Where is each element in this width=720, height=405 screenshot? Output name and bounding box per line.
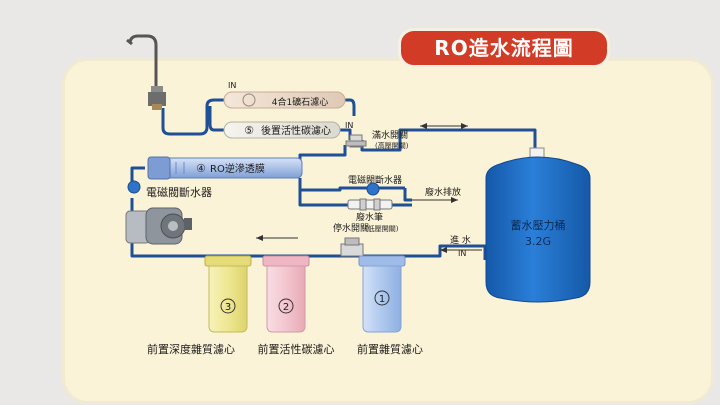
tank-label: 蓄水壓力桶 (511, 218, 566, 232)
filter-2-carbon: 2 (262, 255, 310, 333)
fill-switch-label: 滿水開關 (372, 129, 408, 141)
water-in-en-label: IN (458, 249, 466, 258)
in-mid-label: IN (345, 121, 353, 130)
post-carbon-number: ⑤ (244, 124, 254, 137)
filter-2-number: 2 (283, 302, 289, 313)
stop-switch-label: 停水開關 (333, 222, 369, 234)
filter-1-sediment: 1 (358, 255, 406, 333)
filter-1-label: 前置雜質濾心 (357, 342, 423, 356)
solenoid-left-label: 電磁閥斷水器 (146, 186, 212, 199)
in-top-label: IN (228, 81, 236, 90)
booster-pump (125, 207, 192, 245)
water-in-label: 進 水 (450, 234, 471, 246)
filter-1-number: 1 (379, 294, 385, 305)
filter-3-number: 3 (225, 302, 231, 313)
waste-ratio-valve (347, 198, 393, 211)
pressure-tank: 蓄水壓力桶 3.2G (485, 147, 591, 303)
filter-3-deep-sediment: 3 (204, 255, 252, 333)
filter-4in1-label: 4合1礦石濾心 (272, 96, 328, 108)
diagram-title: RO造水流程圖 (398, 28, 610, 68)
ro-membrane-label: RO逆滲透膜 (210, 162, 265, 175)
filter-2-label: 前置活性碳濾心 (258, 342, 335, 356)
filter-4in1-mineral: 4合1礦石濾心 (223, 91, 346, 109)
ro-number: ④ (196, 162, 206, 175)
tank-capacity: 3.2G (525, 235, 551, 248)
fill-switch-valve (345, 134, 367, 148)
post-carbon-label: 後置活性碳濾心 (261, 124, 331, 137)
waste-out-label: 廢水排放 (425, 186, 461, 198)
filter-post-carbon: ⑤ 後置活性碳濾心 (223, 121, 341, 139)
solenoid-center-icon (366, 182, 380, 196)
solenoid-valve-left: 電磁閥斷水器 (127, 180, 212, 199)
fill-switch-sub-label: (高壓開關) (375, 141, 409, 150)
solenoid-center-label: 電磁閥斷水器 (348, 174, 402, 186)
filter-3-label: 前置深度雜質濾心 (147, 342, 235, 356)
stop-switch-valve (340, 237, 364, 257)
faucet-icon (126, 34, 166, 110)
stop-switch-sub-label: (低壓開關) (365, 224, 399, 233)
ro-membrane: ④ RO逆滲透膜 (147, 156, 303, 180)
waste-ratio-label: 廢水筆 (356, 211, 383, 223)
